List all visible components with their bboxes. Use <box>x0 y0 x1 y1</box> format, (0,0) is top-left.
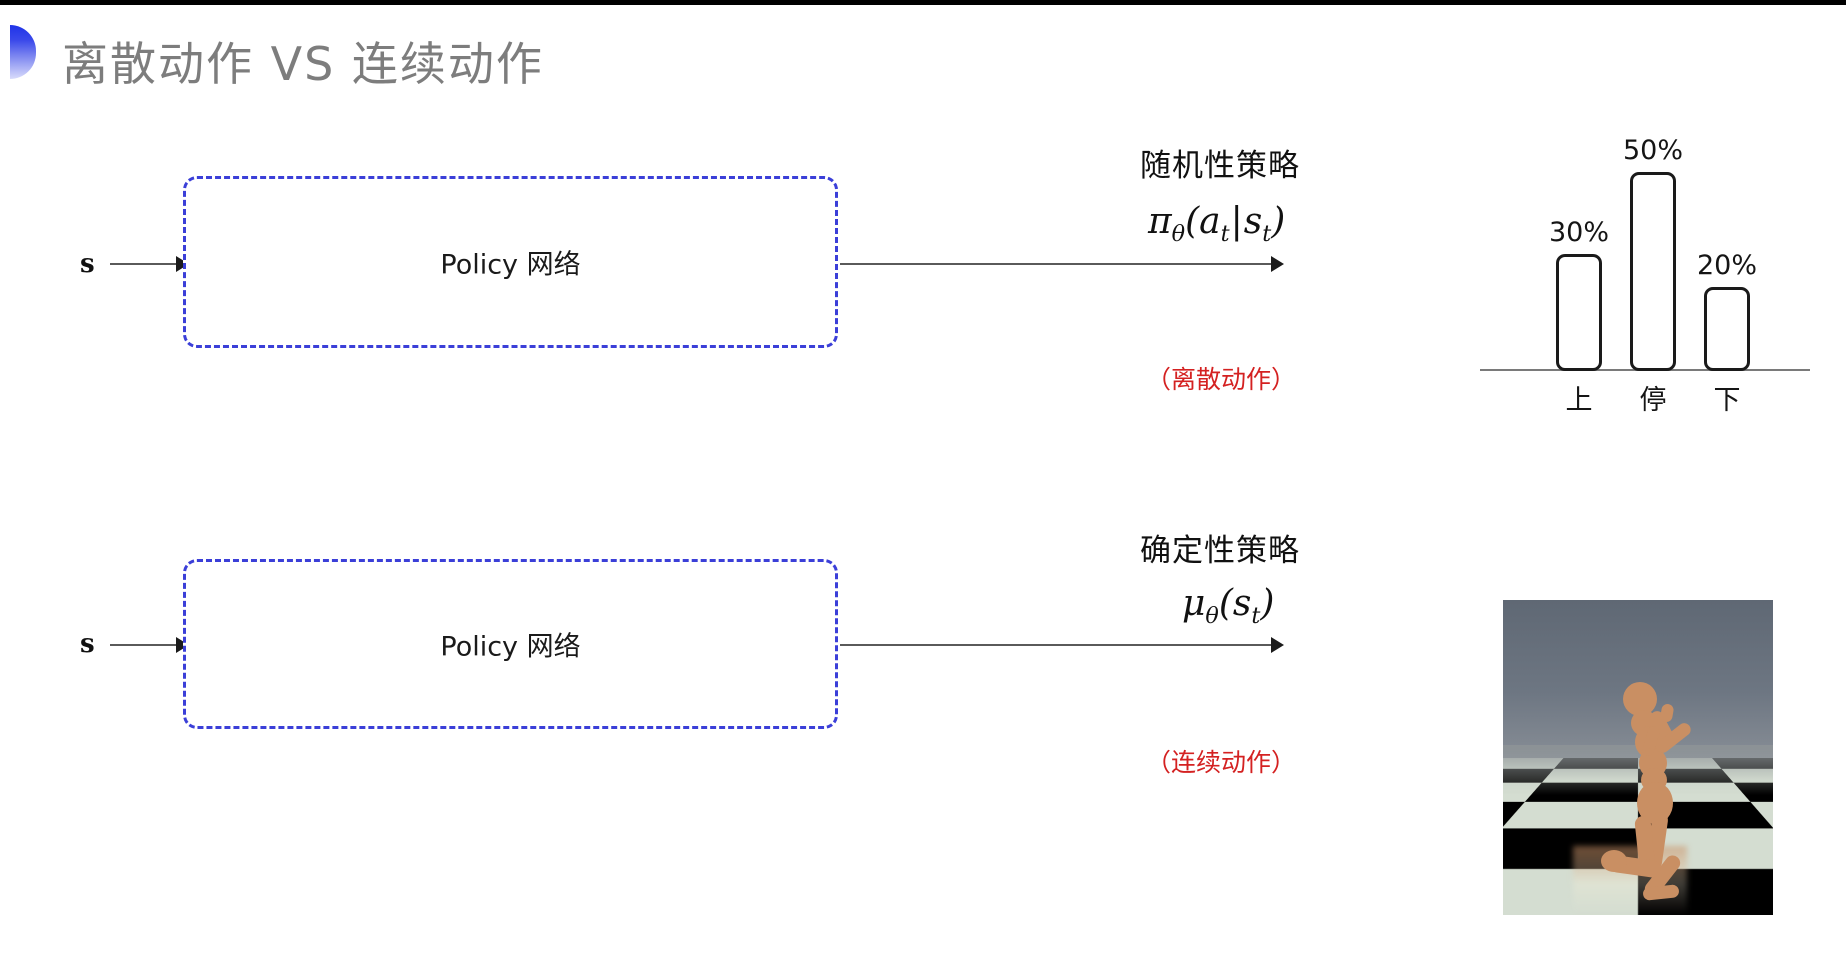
policy-network-box-discrete[interactable]: Policy 网络 <box>183 176 838 348</box>
bar-shang <box>1556 254 1602 371</box>
policy-type-name-discrete: 随机性策略 <box>1140 148 1300 184</box>
policy-network-label-discrete: Policy 网络 <box>440 249 581 281</box>
input-state-label-continuous: s <box>80 629 95 659</box>
bar-value-ting: 50% <box>1622 135 1683 166</box>
sim-horizon-haze <box>1503 744 1773 796</box>
formula-close-paren: ) <box>1271 201 1286 242</box>
bar-xia <box>1704 287 1750 371</box>
bar-category-ting: 停 <box>1639 385 1667 416</box>
action-type-tag-discrete: （离散动作） <box>1146 365 1297 394</box>
bar-value-shang: 30% <box>1548 217 1609 248</box>
formula-arg1-sub: t <box>1251 603 1261 630</box>
action-type-tag-continuous: （连续动作） <box>1146 748 1297 777</box>
formula-head: μ <box>1182 583 1206 624</box>
output-arrow-line-continuous <box>840 644 1280 646</box>
formula-arg1-sub: t <box>1220 221 1230 248</box>
policy-type-name-continuous: 确定性策略 <box>1140 533 1300 569</box>
formula-close-paren: ) <box>1260 583 1275 624</box>
bar-category-xia: 下 <box>1713 385 1741 416</box>
humanoid-simulation-image <box>1503 600 1773 915</box>
output-arrow-line-discrete <box>840 263 1280 265</box>
formula-head-sub: θ <box>1171 221 1186 248</box>
bar-value-xia: 20% <box>1696 250 1757 281</box>
input-arrow-line-continuous <box>110 644 178 646</box>
formula-head-sub: θ <box>1205 603 1219 630</box>
formula-open-paren: ( <box>1218 583 1233 624</box>
policy-network-box-continuous[interactable]: Policy 网络 <box>183 559 838 729</box>
formula-arg1: a <box>1199 201 1221 242</box>
formula-open-paren: ( <box>1185 201 1200 242</box>
policy-formula-continuous: μθ(st) <box>1182 583 1274 629</box>
humanoid-knee-left <box>1601 850 1627 872</box>
half-circle-bullet-icon <box>10 25 36 79</box>
formula-arg2: s <box>1243 201 1263 242</box>
formula-arg2-sub: t <box>1262 221 1272 248</box>
page-title: 离散动作 VS 连续动作 <box>62 37 544 91</box>
formula-head: π <box>1148 201 1172 242</box>
formula-conditional-bar: | <box>1230 201 1243 242</box>
input-state-label-discrete: s <box>80 249 95 279</box>
bar-ting <box>1630 172 1676 371</box>
output-arrow-head-discrete <box>1271 256 1284 272</box>
bar-category-shang: 上 <box>1565 385 1593 416</box>
input-arrow-line-discrete <box>110 263 178 265</box>
output-arrow-head-continuous <box>1271 637 1284 653</box>
policy-network-label-continuous: Policy 网络 <box>440 631 581 663</box>
formula-arg1: s <box>1232 583 1252 624</box>
action-probability-bar-chart: 30% 50% 20% 上 停 下 <box>1480 95 1825 425</box>
top-black-bar <box>0 0 1846 5</box>
policy-formula-discrete: πθ(at|st) <box>1148 201 1285 247</box>
